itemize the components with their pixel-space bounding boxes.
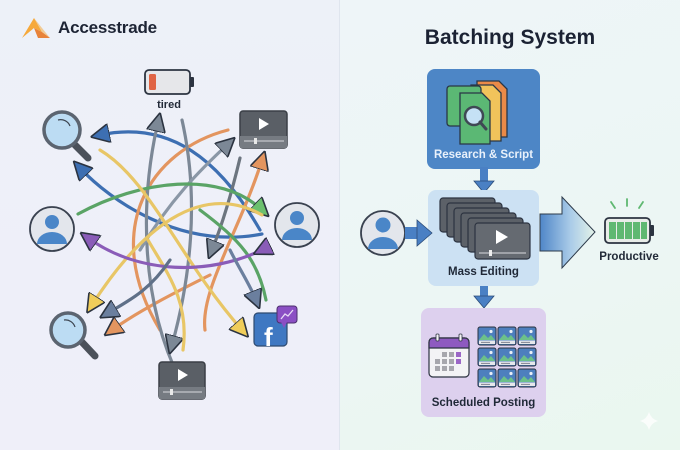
magnifier-icon: [49, 311, 99, 360]
image-thumbnail-icon: [517, 368, 537, 388]
step-label: Mass Editing: [448, 266, 519, 278]
video-player-icon: [158, 361, 206, 400]
image-thumbnail-icon: [497, 368, 517, 388]
arrow-gray-1: [144, 122, 182, 382]
chart-bubble-icon: [276, 305, 298, 328]
image-thumbnail-icon: [497, 347, 517, 367]
step-label: Scheduled Posting: [431, 397, 536, 409]
step-mass-editing: Mass Editing: [428, 190, 539, 286]
image-thumbnail-icon: [497, 326, 517, 346]
image-thumbnail-icon: [517, 347, 537, 367]
video-player-icon: [239, 110, 288, 149]
productive-label: Productive: [599, 251, 659, 263]
step-research-script: Research & Script: [427, 69, 540, 169]
svg-text:f: f: [264, 322, 273, 352]
tired-label: tired: [157, 99, 181, 111]
arrow-yellow-2: [92, 202, 264, 305]
arrow-green-1: [76, 182, 262, 214]
user-avatar-icon: [274, 202, 320, 248]
image-thumbnail-icon: [477, 326, 497, 346]
user-avatar-icon: [29, 206, 75, 252]
documents-search-icon: [446, 80, 508, 145]
calendar-images-icon: [428, 326, 537, 388]
image-thumbnail-icon: [517, 326, 537, 346]
chaos-diagram: f: [29, 69, 320, 400]
brand-logo: Accesstrade: [20, 16, 157, 40]
panel-divider: [339, 0, 340, 450]
video-stack-icon: [439, 197, 531, 260]
step-scheduled-posting: Scheduled Posting: [421, 308, 546, 417]
calendar-icon: [428, 333, 470, 378]
image-thumbnail-icon: [477, 368, 497, 388]
brand-name: Accesstrade: [58, 18, 157, 37]
image-thumbnail-icon: [477, 347, 497, 367]
arrow-yellow-1: [98, 148, 242, 330]
accesstrade-logo-icon: [22, 18, 50, 38]
image-grid: [477, 326, 537, 388]
tired-battery-icon: [144, 69, 194, 95]
step-label: Research & Script: [433, 149, 534, 161]
magnifier-icon: [42, 110, 92, 162]
arrow-slate-2: [228, 248, 256, 300]
arrow-orange-3: [112, 273, 212, 330]
arrow-slate-1: [108, 258, 172, 313]
page-title: Batching System: [424, 26, 596, 49]
arrow-purple-1: [88, 238, 262, 270]
